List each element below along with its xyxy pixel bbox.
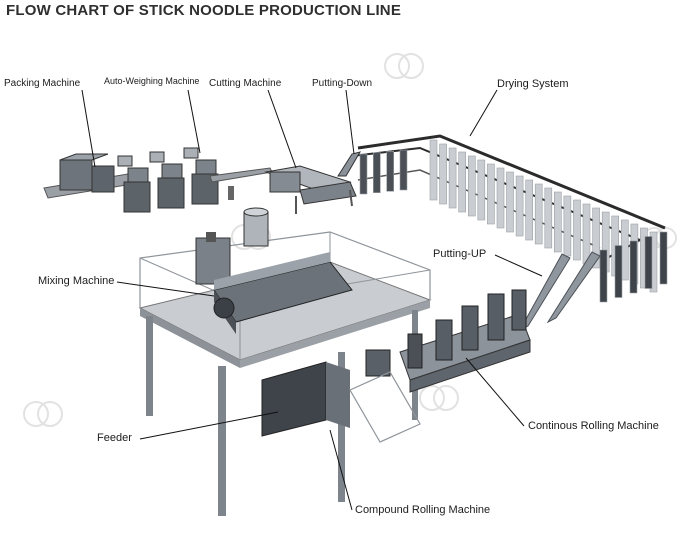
drying-sheet bbox=[399, 149, 408, 191]
drying-system bbox=[351, 134, 668, 303]
drying-sheet bbox=[525, 179, 534, 241]
drying-sheet bbox=[582, 203, 591, 265]
packing-weighing-section bbox=[43, 147, 273, 213]
drying-sheet bbox=[629, 240, 638, 294]
drying-sheet bbox=[644, 236, 653, 289]
drying-sheet bbox=[439, 143, 447, 205]
drying-sheet bbox=[487, 163, 495, 225]
drying-sheet bbox=[372, 152, 381, 193]
label-auto-weighing-machine: Auto-Weighing Machine bbox=[104, 76, 200, 86]
label-cutting-machine: Cutting Machine bbox=[209, 78, 282, 89]
drying-sheet bbox=[553, 191, 562, 253]
label-feeder: Feeder bbox=[97, 432, 132, 444]
label-compound-rolling-machine: Compound Rolling Machine bbox=[355, 504, 491, 516]
label-continuous-rolling-machine: Continous Rolling Machine bbox=[528, 420, 659, 432]
drying-sheet bbox=[515, 175, 524, 237]
drying-sheet bbox=[467, 155, 476, 217]
drying-sheet bbox=[544, 187, 553, 249]
drying-sheet bbox=[506, 171, 514, 233]
label-mixing-machine: Mixing Machine bbox=[38, 275, 115, 287]
rolling-machines bbox=[349, 289, 531, 443]
label-putting-up: Putting-UP bbox=[433, 248, 487, 260]
cutting-machine bbox=[264, 151, 362, 214]
drying-sheet bbox=[563, 195, 572, 257]
drying-sheet bbox=[620, 219, 629, 281]
drying-sheet bbox=[429, 139, 438, 201]
drying-sheet bbox=[448, 147, 457, 209]
drying-sheet bbox=[477, 159, 486, 221]
drying-sheet bbox=[659, 231, 668, 285]
drying-sheet bbox=[534, 183, 543, 245]
drying-sheet bbox=[592, 207, 600, 269]
drying-sheet bbox=[614, 245, 623, 298]
drying-sheet bbox=[599, 249, 608, 303]
putting-up-conveyor bbox=[518, 253, 571, 332]
drying-sheet bbox=[458, 151, 467, 213]
drying-sheet bbox=[496, 167, 505, 229]
drying-sheet bbox=[386, 151, 395, 192]
label-drying-system: Drying System bbox=[497, 78, 569, 90]
label-putting-down: Putting-Down bbox=[312, 78, 373, 89]
diagram-title: FLOW CHART OF STICK NOODLE PRODUCTION LI… bbox=[6, 2, 402, 19]
leader-lines bbox=[81, 89, 543, 511]
label-packing-machine: Packing Machine bbox=[4, 78, 81, 89]
drying-sheet bbox=[573, 199, 581, 261]
mixing-machine-unit bbox=[195, 207, 353, 334]
drying-sheet bbox=[359, 153, 368, 195]
feeder-unit bbox=[261, 361, 327, 437]
